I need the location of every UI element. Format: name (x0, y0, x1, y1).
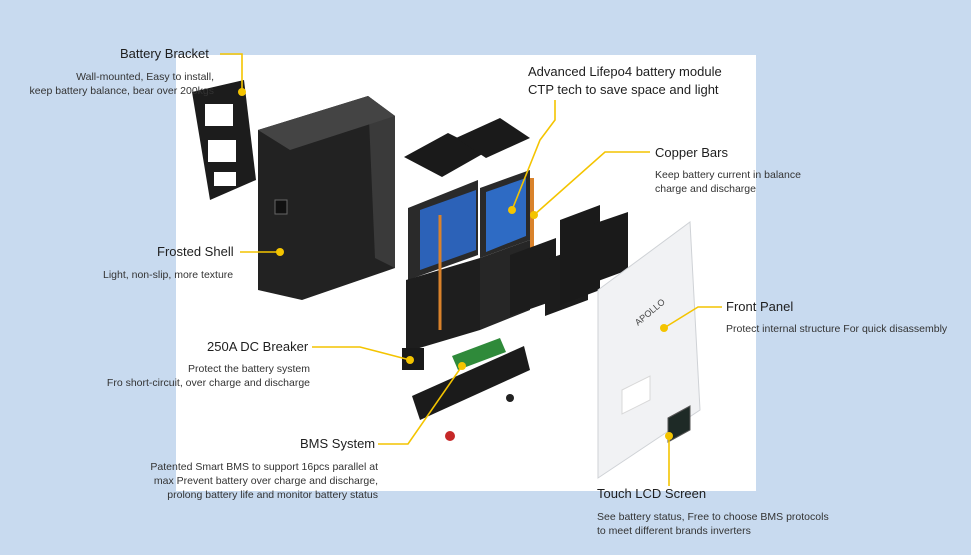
touch-lcd-title: Touch LCD Screen (597, 486, 707, 501)
side-plate-parts (510, 205, 628, 316)
top-cover-parts (404, 118, 530, 177)
bms-system-desc: Patented Smart BMS to support 16pcs para… (140, 460, 378, 502)
battery-module-title: Advanced Lifepo4 battery module (528, 64, 722, 79)
callout-dot-breaker (406, 356, 414, 364)
red-connector-part (445, 431, 455, 441)
callout-dot-panel (660, 324, 668, 332)
frosted-shell-desc-line1: Light, non-slip, more texture (103, 269, 234, 281)
battery-bracket-desc: Wall-mounted, Easy to install, keep batt… (20, 70, 214, 98)
black-connector-part (506, 394, 514, 402)
bms-system-desc-line1: Patented Smart BMS to support 16pcs para… (150, 461, 378, 473)
battery-bracket-title: Battery Bracket (120, 46, 209, 61)
bms-system-title: BMS System (300, 436, 376, 451)
copper-bars-desc-line2: charge and discharge (655, 183, 756, 195)
callout-line-module (511, 100, 556, 211)
callout-dot-module (508, 206, 516, 214)
bms-system-desc-line2: max Prevent battery over charge and disc… (153, 475, 378, 487)
copper-bars-desc-line1: Keep battery current in balance (655, 169, 801, 181)
front-panel-desc: Protect internal structure For quick dis… (726, 322, 947, 336)
callout-dot-shell (276, 248, 284, 256)
callout-dot-lcd (665, 432, 673, 440)
touch-lcd-desc-line1: See battery status, Free to choose BMS p… (597, 511, 829, 523)
front-panel-desc-line1: Protect internal structure For quick dis… (726, 323, 948, 335)
touch-lcd-desc: See battery status, Free to choose BMS p… (597, 510, 829, 538)
frosted-shell-title: Frosted Shell (157, 244, 234, 259)
callout-line-copper (533, 151, 650, 216)
callout-dot-bracket (238, 88, 246, 96)
callout-line-breaker (312, 346, 411, 361)
dc-breaker-desc: Protect the battery system Fro short-cir… (95, 362, 310, 390)
callout-dot-copper (530, 211, 538, 219)
callout-line-bracket (220, 53, 243, 92)
battery-bracket-desc-line2: keep battery balance, bear over 200kgs (29, 85, 214, 97)
frosted-shell-desc: Light, non-slip, more texture (103, 268, 233, 282)
copper-bars-title: Copper Bars (655, 145, 728, 160)
battery-bracket-part (192, 80, 256, 200)
callout-dot-bms (458, 362, 466, 370)
battery-bracket-desc-line1: Wall-mounted, Easy to install, (76, 71, 214, 83)
callout-line-panel (663, 306, 722, 329)
dc-breaker-desc-line2: Fro short-circuit, over charge and disch… (106, 377, 310, 389)
battery-module-subtitle: CTP tech to save space and light (528, 82, 719, 97)
copper-bars-desc: Keep battery current in balance charge a… (655, 168, 801, 196)
touch-lcd-desc-line2: to meet different brands inverters (597, 525, 751, 537)
bms-board-part (412, 338, 530, 420)
dc-breaker-title: 250A DC Breaker (207, 339, 309, 354)
callout-line-bms (378, 365, 463, 445)
dc-breaker-desc-line1: Protect the battery system (188, 363, 310, 375)
front-panel-title: Front Panel (726, 299, 794, 314)
bms-system-desc-line3: prolong battery life and monitor battery… (167, 489, 378, 501)
frosted-shell-part (258, 96, 395, 300)
